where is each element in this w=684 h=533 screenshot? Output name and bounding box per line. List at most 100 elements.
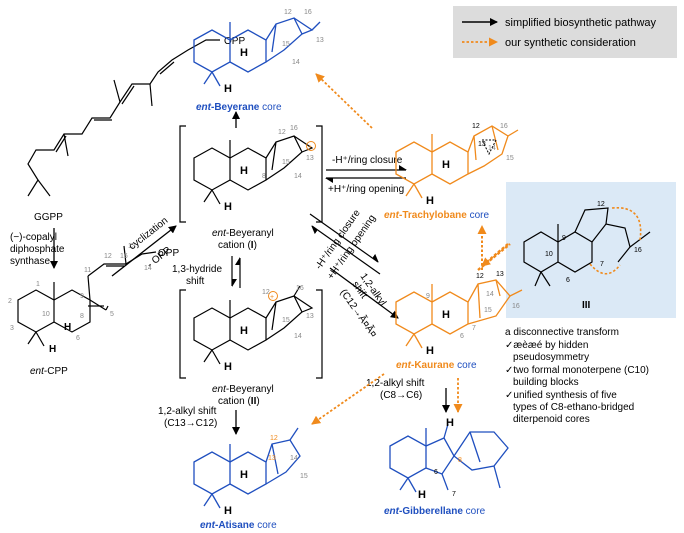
cpp-num-2: 2 xyxy=(8,298,12,305)
cpp-h-9: H xyxy=(64,322,71,333)
legend-synthetic-label: our synthetic consideration xyxy=(505,37,636,49)
trachylobane-h-5: H xyxy=(426,195,434,207)
alkyl-atisane-line2: (C13→C12) xyxy=(164,418,217,429)
arrow-to-kaurane xyxy=(329,267,399,319)
iii-num-12: 12 xyxy=(597,201,605,208)
transform-item-3-line1: ✓unified synthesis of five xyxy=(505,390,617,401)
cpp-num-9: 9 xyxy=(80,293,84,300)
transform-item-3-line2: types of C8-ethano-bridged xyxy=(513,402,634,413)
trachylobane-h-9: H xyxy=(442,159,450,171)
kaurane-structure xyxy=(395,279,523,349)
cpp-num-13: 13 xyxy=(128,243,136,250)
arrow-diag-forward xyxy=(309,213,379,263)
beyeranyl-i-num-14: 14 xyxy=(294,173,302,180)
trachylobane-num-12: 12 xyxy=(472,123,480,130)
kaurane-num-15: 15 xyxy=(484,307,492,314)
transform-item-1-line1: ✓æèæé by hidden xyxy=(505,340,588,351)
beyerane-label: ent-Beyerane core xyxy=(196,102,282,113)
iii-num-10: 10 xyxy=(545,251,553,258)
beyeranyl-ii-label-line2: cation (II) xyxy=(218,396,260,407)
iii-num-9: 9 xyxy=(562,235,566,242)
gibberellane-num-8: 8 xyxy=(458,457,462,464)
atisane-num-14: 14 xyxy=(290,455,298,462)
beyeranyl-ii-h-5: H xyxy=(224,361,232,373)
ent-trachylobane: H H 12 16 13 14 15 ent-Trachylobane core xyxy=(384,123,519,221)
hydride-line-1: 1,3-hydride xyxy=(172,264,222,275)
beyeranyl-i-structure xyxy=(193,135,314,205)
trachylobane-structure xyxy=(395,125,519,199)
kaurane-num-6: 6 xyxy=(460,333,464,340)
beyeranyl-i-num-16: 16 xyxy=(290,125,298,132)
beyerane-structure xyxy=(193,17,321,87)
bracket-right-ii xyxy=(316,289,323,379)
iii-bond-hint-top xyxy=(611,207,642,241)
compound-iii-panel: 12 9 10 7 6 16 III xyxy=(506,182,676,318)
gibberellane-h-bottom: H xyxy=(418,489,426,501)
kaurane-label: ent-Kaurane core xyxy=(396,360,477,371)
transform-title: a disconnective transform xyxy=(505,327,619,338)
cpp-num-8: 8 xyxy=(80,313,84,320)
bracket-right-i xyxy=(316,125,323,223)
atisane-num-12: 12 xyxy=(270,435,278,442)
bracket-left-ii xyxy=(179,289,186,379)
kaurane-h-9: H xyxy=(442,309,450,321)
beyeranyl-ii-h-9: H xyxy=(240,325,248,337)
transform-item-3-line3: diterpenoid cores xyxy=(513,414,590,425)
trachylobane-num-14: 14 xyxy=(488,145,496,152)
transform-item-2-line1: ✓two formal monoterpene (C10) xyxy=(505,365,649,376)
cpp-num-14: 14 xyxy=(144,265,152,272)
atisane-structure xyxy=(193,427,301,509)
beyerane-num-14: 14 xyxy=(292,59,300,66)
iii-num-16: 16 xyxy=(634,247,642,254)
gibberellane-label: ent-Gibberellane core xyxy=(384,506,486,517)
orange-arrow-iii-to-kaurane xyxy=(481,243,509,267)
beyeranyl-ii-label-line1: ent-Beyeranyl xyxy=(212,384,274,395)
legend-background xyxy=(453,6,677,58)
atisane-num-15: 15 xyxy=(300,473,308,480)
cation-charge-ii xyxy=(268,291,278,301)
kaurane-h-5: H xyxy=(426,345,434,357)
ent-beyerane: H H 12 16 13 15 14 ent-Beyerane core xyxy=(193,9,324,113)
beyeranyl-ii-num-15: 15 xyxy=(282,317,290,324)
kaurane-num-9: 9 xyxy=(426,293,430,300)
beyeranyl-ii-num-13: 13 xyxy=(306,313,314,320)
kaurane-num-12: 12 xyxy=(476,273,484,280)
beyerane-h-5: H xyxy=(224,83,232,95)
cpp-num-6: 6 xyxy=(76,335,80,342)
atisane-num-13: 13 xyxy=(268,455,276,462)
gibberellane-num-7: 7 xyxy=(452,491,456,498)
bracket-left-i xyxy=(179,125,186,223)
panel-background xyxy=(506,182,676,318)
ent-kaurane: H H 12 13 14 16 15 6 7 9 ent-Kaurane cor… xyxy=(395,271,523,371)
trachylobane-label: ent-Trachylobane core xyxy=(384,210,489,221)
ggpp-opp: OPP xyxy=(224,36,245,47)
atisane-h-9: H xyxy=(240,469,248,481)
ggpp-structure xyxy=(27,39,220,197)
orange-link-iii-kaurane xyxy=(477,243,511,271)
cpp-num-10: 10 xyxy=(42,311,50,318)
beyeranyl-i-h-9: H xyxy=(240,165,248,177)
iii-bond-hint-bottom xyxy=(589,263,621,275)
transform-notes: a disconnective transform ✓æèæé by hidde… xyxy=(505,327,649,425)
copalyl-line-3: synthase xyxy=(10,256,50,267)
ring-opening-label: +H⁺/ring opening xyxy=(328,184,404,195)
kaurane-num-14: 14 xyxy=(486,291,494,298)
alkyl-atisane-line1: 1,2-alkyl shift xyxy=(158,406,217,417)
gibberellane-structure xyxy=(389,423,509,493)
iii-num-7: 7 xyxy=(600,261,604,268)
legend-biosynthetic-label: simplified biosynthetic pathway xyxy=(505,17,657,29)
arrow-cyclization xyxy=(111,225,177,277)
beyeranyl-i-h-5: H xyxy=(224,201,232,213)
beyerane-h-9: H xyxy=(240,47,248,59)
beyeranyl-i-num-8: 8 xyxy=(262,173,266,180)
beyeranyl-i-label-line1: ent-Beyeranyl xyxy=(212,228,274,239)
beyeranyl-i-num-15: 15 xyxy=(282,159,290,166)
beyerane-num-16: 16 xyxy=(304,9,312,16)
cpp-num-12: 12 xyxy=(104,253,112,260)
legend: simplified biosynthetic pathway our synt… xyxy=(453,6,677,58)
gibberellane-num-6: 6 xyxy=(434,469,438,476)
beyerane-num-13: 13 xyxy=(316,37,324,44)
atisane-label: ent-Atisane core xyxy=(200,520,277,531)
trachylobane-num-16: 16 xyxy=(500,123,508,130)
